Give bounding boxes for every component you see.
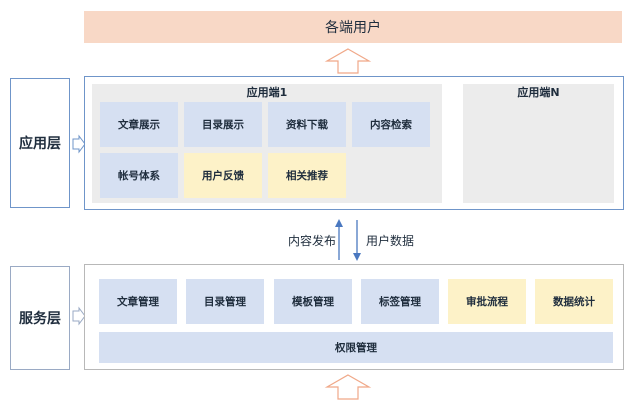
user-feedback-label: 用户反馈 <box>202 170 244 182</box>
user-data-label: 用户数据 <box>366 232 426 248</box>
catalog-manage-label: 目录管理 <box>204 296 246 308</box>
related-recommend-box: 相关推荐 <box>268 153 346 198</box>
data-stats-label: 数据统计 <box>553 296 595 308</box>
right-arrow-icon <box>72 306 86 326</box>
application-layer-text: 应用层 <box>19 136 61 152</box>
data-stats-box: 数据统计 <box>535 279 613 324</box>
service-layer-text: 服务层 <box>19 311 61 327</box>
application-layer-label: 应用层 <box>10 78 70 208</box>
permission-manage-label: 权限管理 <box>335 342 377 354</box>
permission-manage-box: 权限管理 <box>99 332 613 363</box>
content-publish-text: 内容发布 <box>287 234 336 248</box>
client-n-title-text: 应用端N <box>517 86 560 99</box>
tag-manage-label: 标签管理 <box>379 296 421 308</box>
service-layer-label: 服务层 <box>10 266 70 370</box>
article-manage-box: 文章管理 <box>99 279 177 324</box>
account-system-box: 帐号体系 <box>100 153 178 198</box>
tag-manage-box: 标签管理 <box>361 279 439 324</box>
catalog-display-box: 目录展示 <box>184 102 262 147</box>
user-feedback-box: 用户反馈 <box>184 153 262 198</box>
catalog-display-label: 目录展示 <box>202 119 244 131</box>
content-publish-label: 内容发布 <box>276 232 336 248</box>
article-display-box: 文章展示 <box>100 102 178 147</box>
top-banner-users: 各端用户 <box>84 11 622 43</box>
catalog-manage-box: 目录管理 <box>186 279 264 324</box>
arrow-up-icon <box>335 219 343 260</box>
template-manage-label: 模板管理 <box>292 296 334 308</box>
template-manage-box: 模板管理 <box>274 279 352 324</box>
resource-download-box: 资料下载 <box>268 102 346 147</box>
client-n-panel <box>463 84 614 203</box>
resource-download-label: 资料下载 <box>286 119 328 131</box>
right-arrow-icon <box>72 134 86 154</box>
up-arrow-icon <box>324 48 372 74</box>
approval-flow-label: 审批流程 <box>466 296 508 308</box>
article-manage-label: 文章管理 <box>117 296 159 308</box>
client-n-title: 应用端N <box>463 84 614 100</box>
article-display-label: 文章展示 <box>118 119 160 131</box>
client-1-title: 应用端1 <box>92 84 442 100</box>
client-1-title-text: 应用端1 <box>246 86 288 99</box>
account-system-label: 帐号体系 <box>118 170 160 182</box>
arrow-down-icon <box>353 220 361 261</box>
top-banner-label: 各端用户 <box>325 20 381 36</box>
content-search-box: 内容检索 <box>352 102 430 147</box>
related-recommend-label: 相关推荐 <box>286 170 328 182</box>
user-data-text: 用户数据 <box>366 234 415 248</box>
content-search-label: 内容检索 <box>370 119 412 131</box>
up-arrow-icon <box>324 374 372 400</box>
approval-flow-box: 审批流程 <box>448 279 526 324</box>
